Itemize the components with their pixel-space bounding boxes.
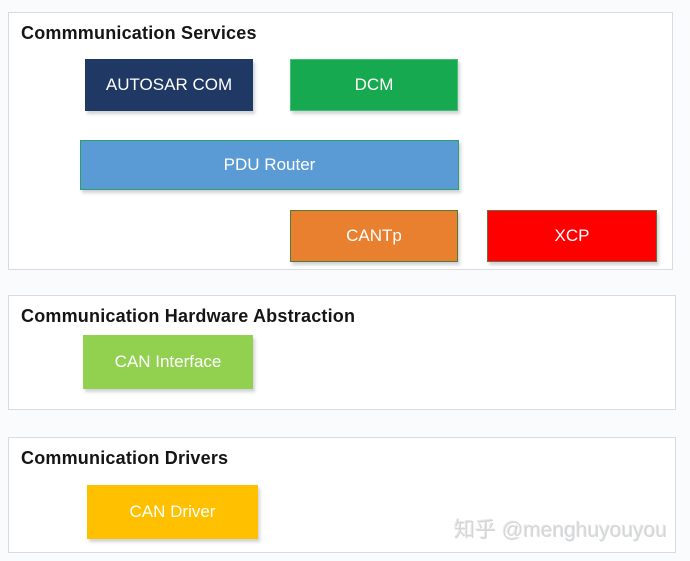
section-title-communication-drivers: Communication Drivers [21, 448, 229, 468]
block-xcp: XCP [487, 210, 657, 262]
block-autosar-com: AUTOSAR COM [85, 59, 253, 111]
block-cantp: CANTp [290, 210, 458, 262]
section-communication-drivers: Communication Drivers CAN Driver 知乎 @men… [8, 437, 676, 553]
section-title-communication-services: Commmunication Services [21, 23, 257, 43]
block-can-driver: CAN Driver [87, 485, 258, 539]
section-title-communication-hardware-abstraction: Communication Hardware Abstraction [21, 306, 356, 326]
block-dcm: DCM [290, 59, 458, 111]
block-can-interface: CAN Interface [83, 335, 253, 389]
section-communication-hardware-abstraction: Communication Hardware Abstraction CAN I… [8, 295, 676, 410]
zhihu-watermark: 知乎 @menghuyouyou [454, 519, 667, 542]
section-communication-services: Commmunication Services AUTOSAR COM DCM … [8, 12, 673, 270]
block-pdu-router: PDU Router [80, 140, 459, 190]
